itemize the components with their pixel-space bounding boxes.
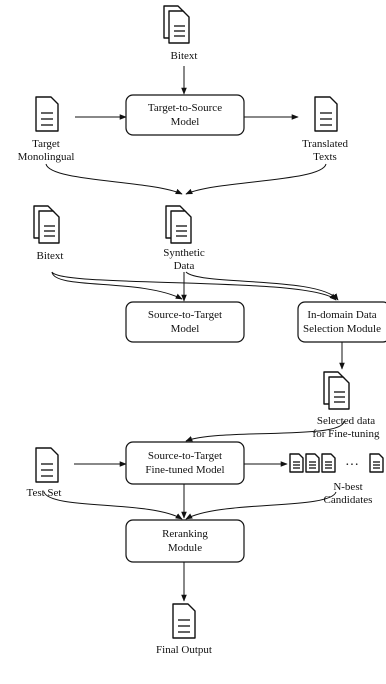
- reranking-label-1: Reranking: [162, 528, 208, 540]
- target-mono-label-1: Target: [32, 138, 60, 150]
- edge-synthetic-to-selection: [185, 271, 339, 301]
- s2t-model-label-1: Source-to-Target: [148, 309, 222, 321]
- synthetic-data-document-stack-icon: [165, 205, 192, 244]
- synthetic-data-label-1: Synthetic: [163, 247, 205, 259]
- translated-texts-label-2: Texts: [313, 151, 337, 163]
- test-set-label: Test Set: [27, 487, 62, 499]
- nbest-document-icon-3: [321, 453, 336, 473]
- edge-bitext-to-selection: [51, 271, 337, 301]
- edge-selected-to-finetuned: [185, 420, 345, 442]
- edge-mono-to-synthetic: [45, 163, 183, 195]
- translated-texts-label-1: Translated: [302, 138, 349, 150]
- translated-texts-document-icon: [314, 96, 338, 132]
- indomain-selection-label-1: In-domain Data: [307, 309, 376, 321]
- selected-data-label-2: for Fine-tuning: [313, 428, 380, 440]
- final-output-label: Final Output: [156, 644, 212, 656]
- s2t-finetuned-label-1: Source-to-Target: [148, 450, 222, 462]
- final-output-document-icon: [172, 603, 196, 639]
- s2t-model-box: Source-to-Target Model: [125, 301, 245, 343]
- nbest-document-icon-2: [305, 453, 320, 473]
- s2t-model-label-2: Model: [171, 323, 200, 335]
- reranking-box: Reranking Module: [125, 519, 245, 563]
- synthetic-data-label-2: Data: [174, 260, 195, 272]
- s2t-finetuned-box: Source-to-Target Fine-tuned Model: [125, 441, 245, 485]
- t2s-model-label-1: Target-to-Source: [148, 102, 222, 114]
- edge-translated-to-synthetic: [185, 163, 327, 195]
- edges: [43, 66, 345, 602]
- nbest-document-icon-4: [369, 453, 384, 473]
- indomain-selection-label-2: Selection Module: [303, 323, 381, 335]
- edge-bitext-to-s2t: [51, 271, 183, 300]
- bitext-top-label: Bitext: [171, 50, 198, 62]
- target-mono-document-icon: [35, 96, 59, 132]
- test-set-document-icon: [35, 447, 59, 483]
- nbest-label-2: Candidates: [324, 494, 373, 506]
- reranking-label-2: Module: [168, 542, 202, 554]
- edge-nbest-to-reranking: [185, 491, 337, 520]
- selected-data-document-stack-icon: [323, 371, 350, 410]
- s2t-finetuned-label-2: Fine-tuned Model: [145, 464, 224, 476]
- target-mono-label-2: Monolingual: [18, 151, 75, 163]
- bitext-top-document-stack-icon: [163, 5, 190, 44]
- nbest-label-1: N-best: [333, 481, 362, 493]
- t2s-model-label-2: Model: [171, 116, 200, 128]
- t2s-model-box: Target-to-Source Model: [125, 94, 245, 136]
- bitext-mid-label: Bitext: [37, 250, 64, 262]
- selected-data-label-1: Selected data: [317, 415, 375, 427]
- indomain-selection-box: In-domain Data Selection Module: [297, 301, 386, 343]
- edge-testset-to-reranking: [43, 491, 183, 520]
- nbest-ellipsis: ···: [345, 458, 359, 473]
- bitext-mid-document-stack-icon: [33, 205, 60, 244]
- nbest-document-icon-1: [289, 453, 304, 473]
